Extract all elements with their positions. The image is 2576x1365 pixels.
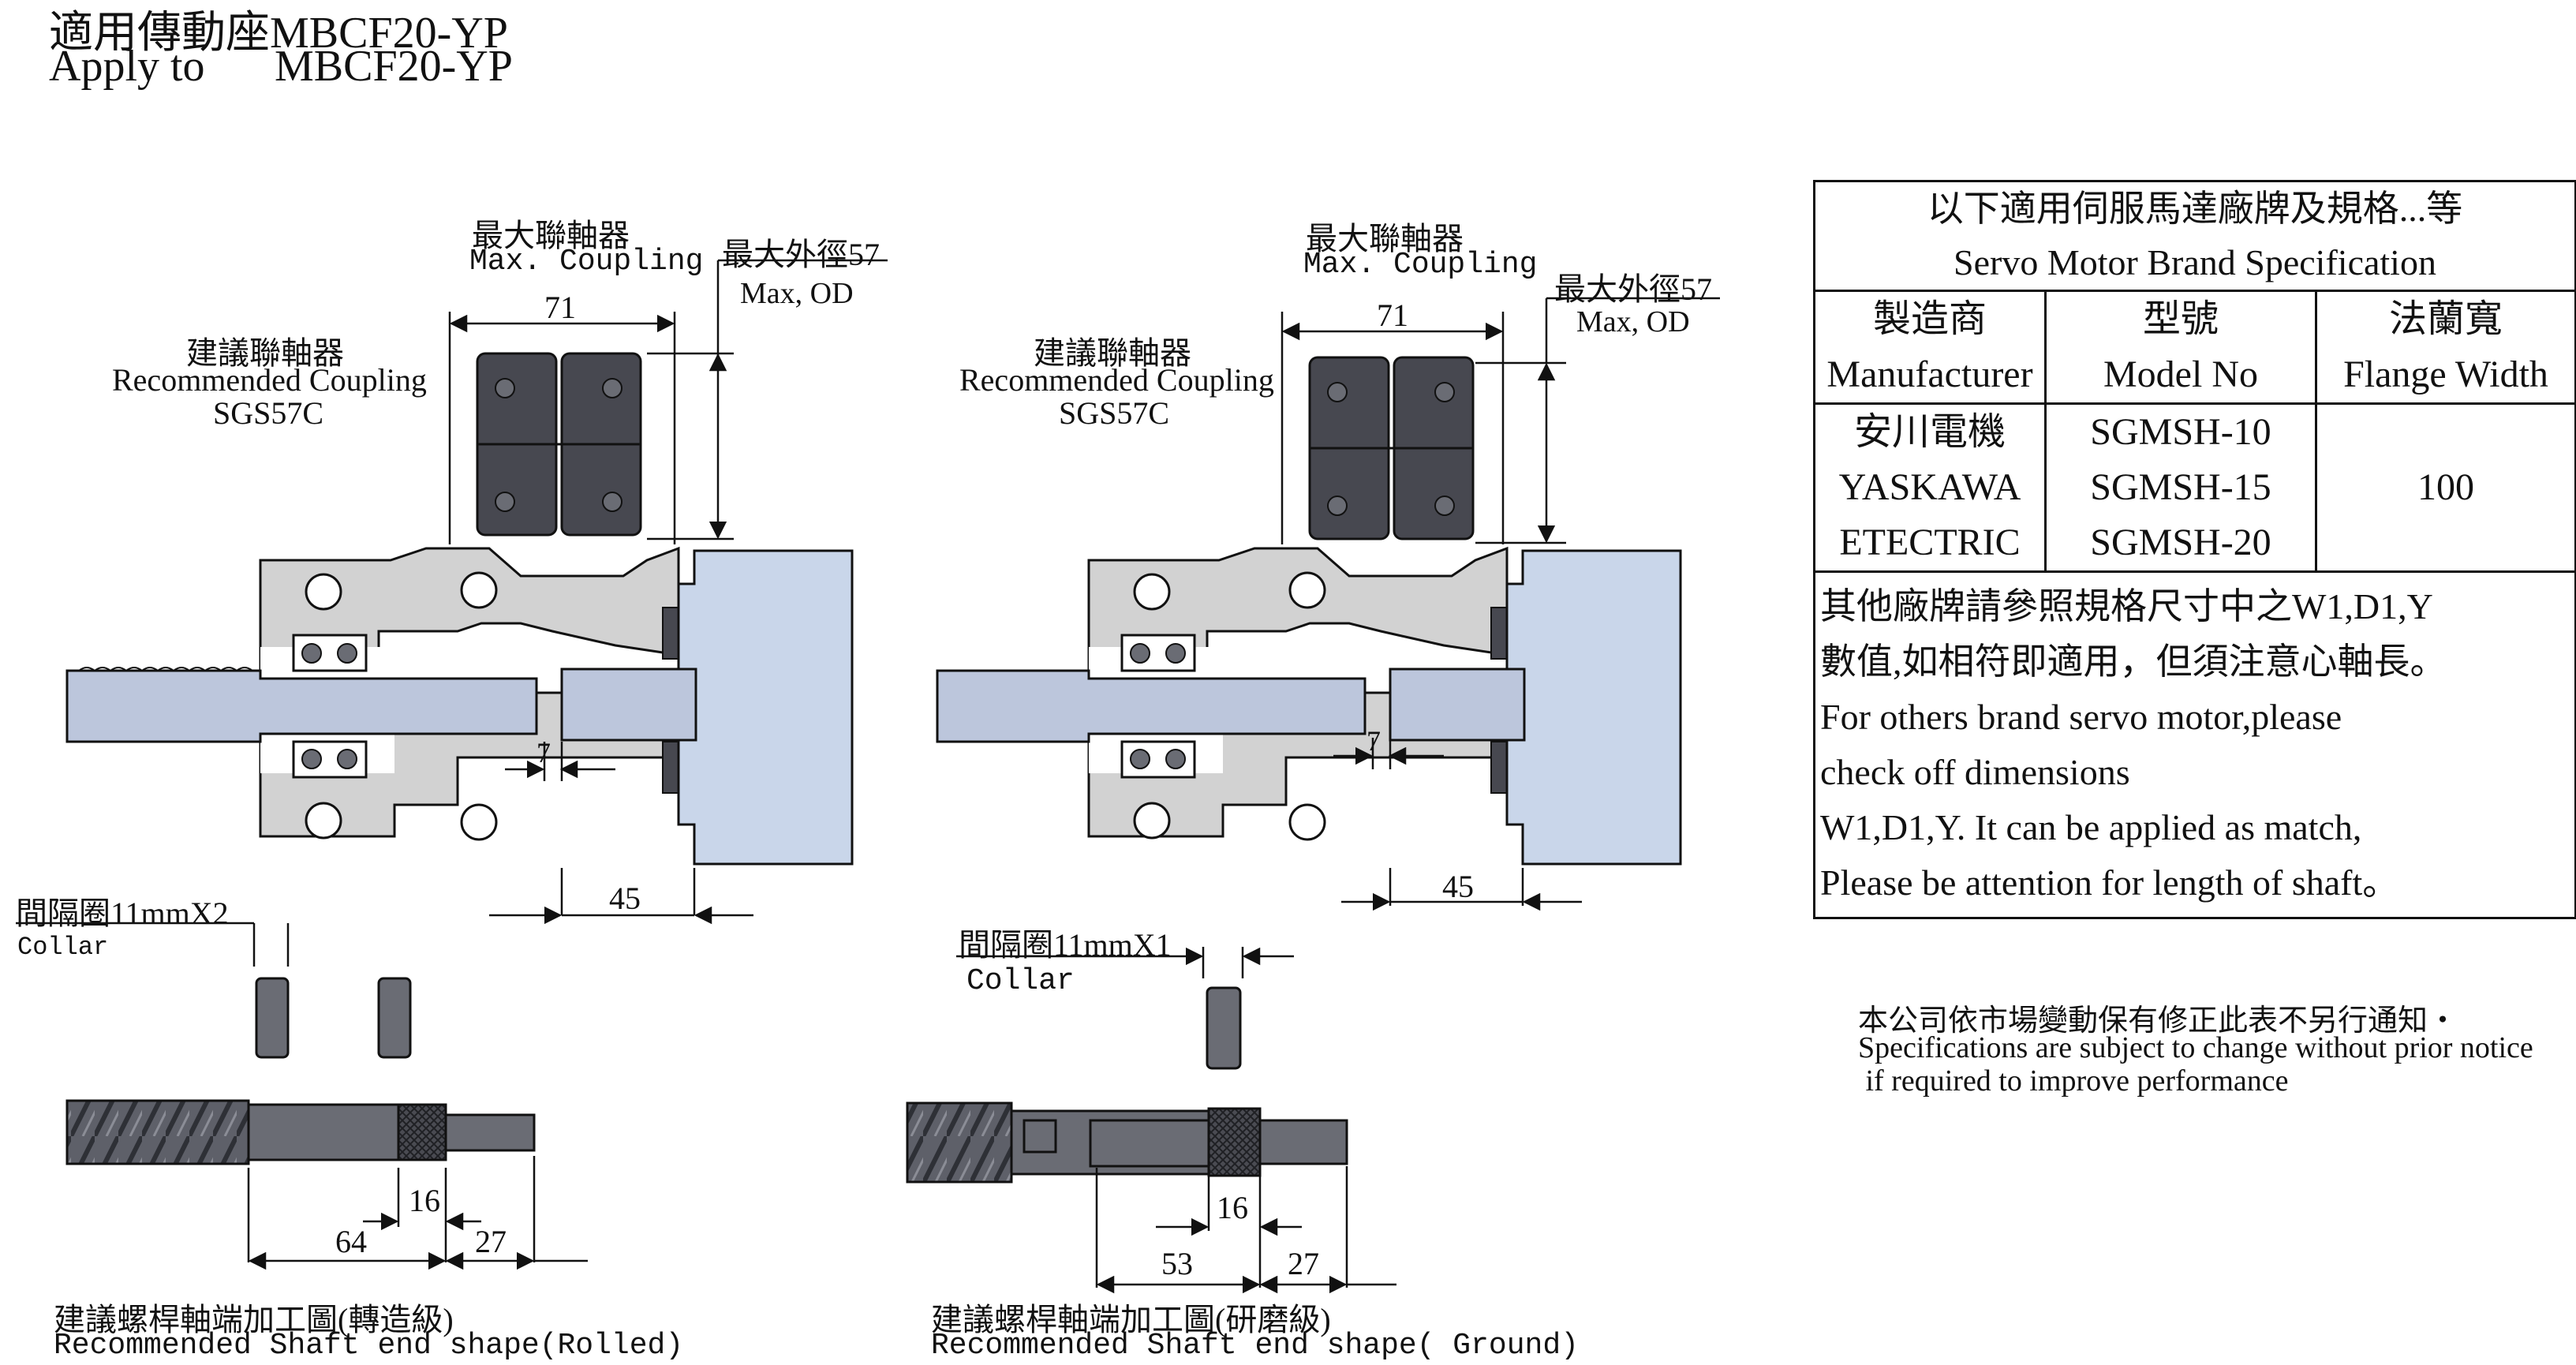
note-line: check off dimensions bbox=[1820, 752, 2130, 792]
right-dim-27: 27 bbox=[1288, 1246, 1319, 1281]
right-dim-7: 7 bbox=[1367, 725, 1381, 757]
left-dim-16: 16 bbox=[409, 1183, 440, 1218]
right-dim-45: 45 bbox=[1442, 869, 1474, 904]
manufacturer-line: ETECTRIC bbox=[1839, 522, 2021, 563]
col-manufacturer-en: Manufacturer bbox=[1826, 353, 2033, 395]
left-max-od-cn: 最大外徑57 bbox=[722, 237, 880, 272]
note-line: Please be attention for length of shaft。 bbox=[1820, 862, 2399, 903]
left-max-coupling-cn: 最大聯軸器 bbox=[472, 218, 630, 253]
left-screw-shaft bbox=[65, 669, 538, 743]
col-manufacturer: 製造商 Manufacturer bbox=[1813, 290, 2047, 405]
left-motor bbox=[677, 549, 854, 866]
spec-header-en: Servo Motor Brand Specification bbox=[1953, 242, 2436, 282]
col-flange-en: Flange Width bbox=[2343, 353, 2548, 395]
note-line: 數值,如相符即適用，但須注意心軸長。 bbox=[1820, 641, 2447, 682]
right-shaft-dimensions bbox=[1095, 1166, 1396, 1294]
right-rec-coupling-en: Recommended Coupling bbox=[959, 362, 1274, 398]
left-assembly bbox=[65, 352, 854, 866]
model-line: SGMSH-10 bbox=[2090, 411, 2271, 453]
left-dim-64: 64 bbox=[335, 1224, 367, 1259]
col-model: 型號 Model No bbox=[2044, 290, 2317, 405]
note-line: W1,D1,Y. It can be applied as match, bbox=[1820, 807, 2362, 847]
right-dim-16: 16 bbox=[1217, 1190, 1248, 1225]
spec-header-cn: 以下適用伺服馬達廠牌及規格...等 bbox=[1927, 189, 2463, 229]
left-collar-1 bbox=[255, 977, 290, 1059]
col-model-en: Model No bbox=[2103, 353, 2258, 395]
right-max-coupling bbox=[1308, 356, 1475, 540]
left-max-od-en: Max, OD bbox=[740, 277, 854, 310]
col-manufacturer-cn: 製造商 bbox=[1872, 298, 1987, 340]
model-cell: SGMSH-10 SGMSH-15 SGMSH-20 bbox=[2044, 402, 2317, 573]
left-shaft-cn: 建議螺桿軸端加工圖(轉造級) bbox=[54, 1302, 454, 1337]
left-max-coupling bbox=[476, 352, 642, 537]
left-collar-2 bbox=[377, 977, 412, 1059]
left-rec-coupling-model: SGS57C bbox=[213, 395, 324, 431]
right-rec-coupling-cn: 建議聯軸器 bbox=[1034, 335, 1191, 371]
left-dim-71: 71 bbox=[544, 290, 576, 325]
left-dimensions bbox=[16, 259, 888, 967]
disclaimer-en-1: Specifications are subject to change wit… bbox=[1858, 1031, 2533, 1064]
col-flange-cn: 法蘭寬 bbox=[2388, 298, 2503, 340]
right-max-coupling-en: Max. Coupling bbox=[1303, 248, 1538, 282]
left-max-coupling-en: Max. Coupling bbox=[469, 245, 704, 279]
left-rec-coupling-en: Recommended Coupling bbox=[112, 362, 427, 398]
flange-width-cell: 100 bbox=[2315, 402, 2576, 573]
left-rec-coupling-cn: 建議聯軸器 bbox=[186, 335, 344, 371]
left-shaft-en: Recommended Shaft end shape(Rolled) bbox=[54, 1329, 684, 1363]
note-line: 其他廠牌請參照規格尺寸中之W1,D1,Y bbox=[1820, 586, 2433, 626]
right-collar-cn: 間隔圈11mmX1 bbox=[959, 927, 1172, 963]
right-rec-coupling-model: SGS57C bbox=[1059, 395, 1170, 431]
manufacturer-cell: 安川電機 YASKAWA ETECTRIC bbox=[1813, 402, 2047, 573]
left-dim-27: 27 bbox=[475, 1224, 507, 1259]
spec-notes: 其他廠牌請參照規格尺寸中之W1,D1,Y 數值,如相符即適用，但須注意心軸長。 … bbox=[1813, 570, 2576, 919]
right-collar-en: Collar bbox=[966, 964, 1075, 998]
disclaimer-cn: 本公司依市場變動保有修正此表不另行通知・ bbox=[1858, 1004, 2458, 1038]
right-collar bbox=[1206, 986, 1242, 1070]
left-collar-cn: 間隔圈11mmX2 bbox=[16, 896, 229, 931]
left-dim-7: 7 bbox=[537, 737, 551, 769]
model-line: SGMSH-20 bbox=[2090, 522, 2271, 563]
right-ground-shaft bbox=[906, 1101, 1348, 1184]
col-flange-width: 法蘭寬 Flange Width bbox=[2315, 290, 2576, 405]
right-shaft-cn: 建議螺桿軸端加工圖(研磨級) bbox=[931, 1302, 1331, 1337]
right-dim-71: 71 bbox=[1377, 297, 1408, 333]
right-dim-53: 53 bbox=[1161, 1246, 1193, 1281]
left-collar-en: Collar bbox=[17, 933, 109, 962]
left-rolled-shaft bbox=[65, 1099, 536, 1165]
right-max-coupling-cn: 最大聯軸器 bbox=[1306, 221, 1464, 256]
spec-table-header: 以下適用伺服馬達廠牌及規格...等 Servo Motor Brand Spec… bbox=[1813, 180, 2576, 292]
col-model-cn: 型號 bbox=[2142, 298, 2219, 340]
right-max-od-en: Max, OD bbox=[1576, 305, 1690, 338]
manufacturer-line: 安川電機 bbox=[1853, 411, 2006, 453]
note-line: For others brand servo motor,please bbox=[1820, 697, 2342, 737]
left-dim-45: 45 bbox=[609, 881, 641, 916]
right-shaft-en: Recommended Shaft end shape( Ground) bbox=[931, 1329, 1579, 1363]
title-cn: 適用傳動座MBCF20-YP bbox=[49, 9, 508, 58]
right-dimensions bbox=[956, 297, 1720, 978]
manufacturer-line: YASKAWA bbox=[1838, 466, 2021, 508]
title-en-model: MBCF20-YP bbox=[275, 42, 513, 91]
title-en-prefix: Apply to bbox=[49, 42, 205, 91]
right-assembly bbox=[936, 356, 1682, 866]
model-line: SGMSH-15 bbox=[2090, 466, 2271, 508]
servo-motor-spec-table: 以下適用伺服馬達廠牌及規格...等 Servo Motor Brand Spec… bbox=[1813, 180, 2576, 919]
left-shaft-dimensions bbox=[247, 1156, 588, 1270]
right-max-od-cn: 最大外徑57 bbox=[1554, 271, 1712, 307]
disclaimer-en-2: if required to improve performance bbox=[1858, 1064, 2289, 1098]
